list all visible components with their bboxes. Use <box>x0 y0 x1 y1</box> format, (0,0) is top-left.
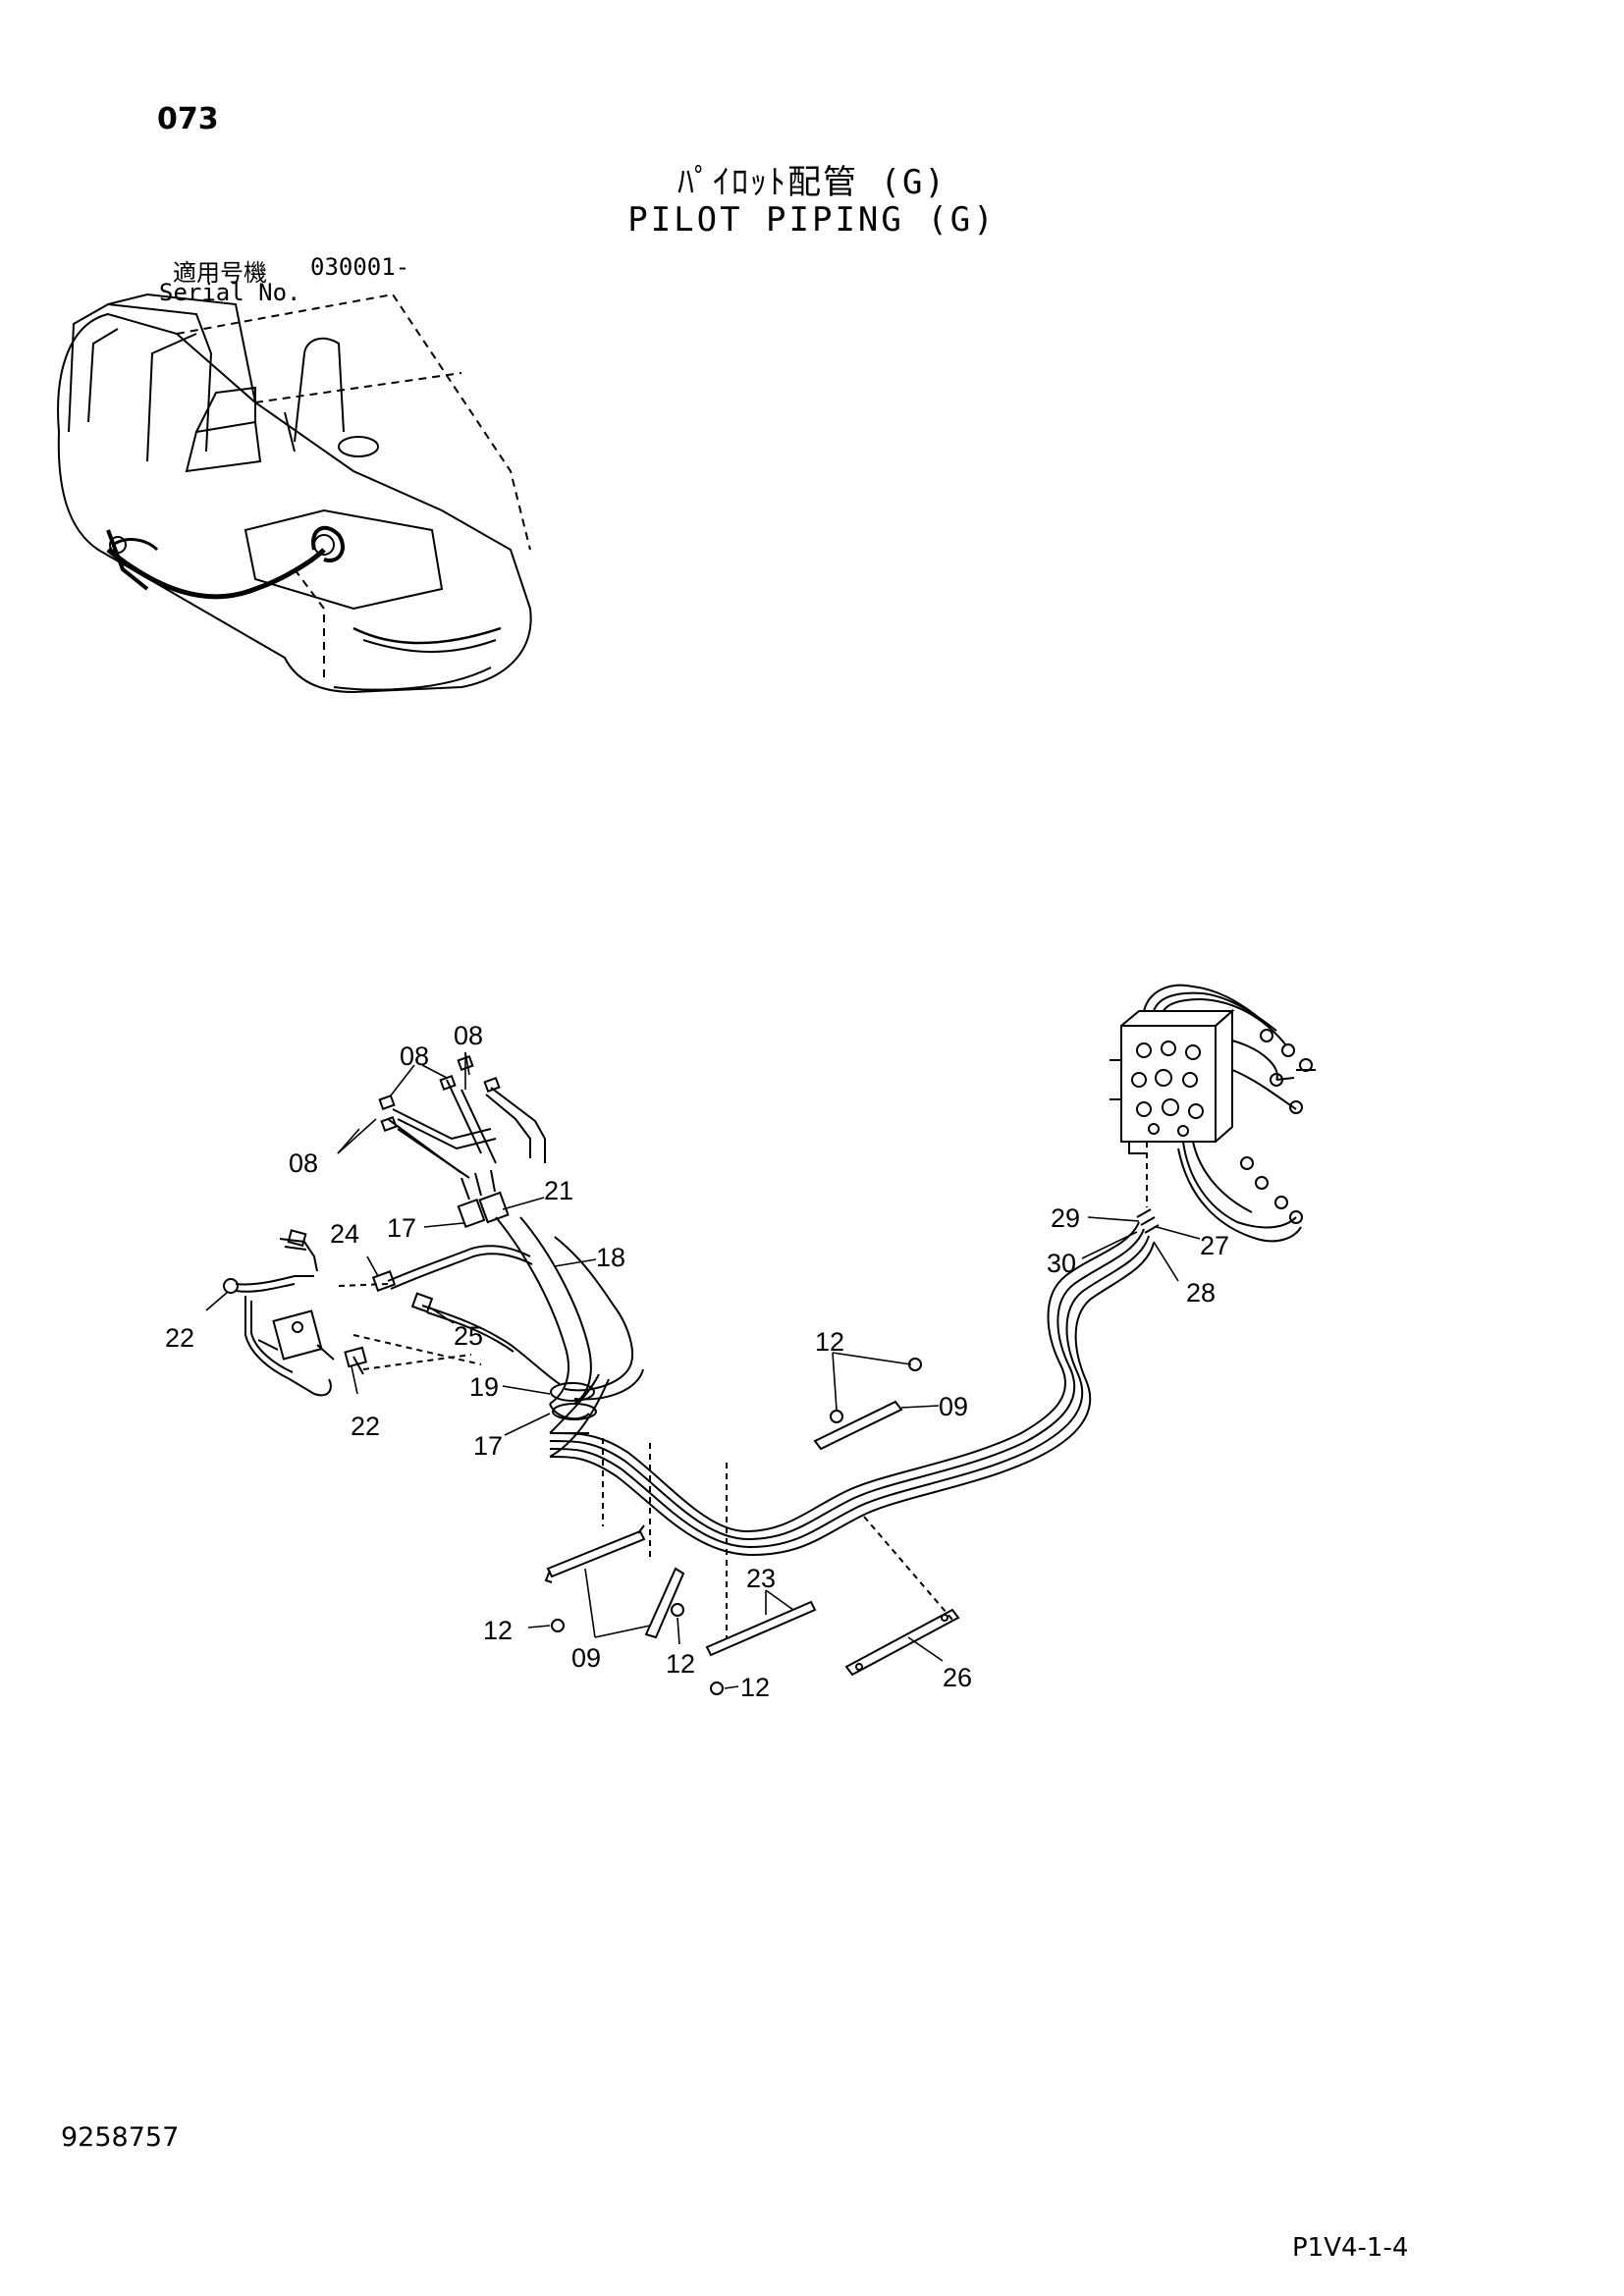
page-number: 073 <box>157 102 219 136</box>
excavator-overview <box>57 293 532 694</box>
callout-22-bottom: 22 <box>351 1412 380 1441</box>
title-japanese: ﾊﾟｲﾛｯﾄ配管 (G) <box>677 163 947 202</box>
hose-bundle <box>549 1221 1155 1557</box>
callout-12-bottom: 12 <box>740 1673 770 1702</box>
callout-labels: 08 08 08 21 17 18 24 22 25 22 19 17 12 0… <box>165 1021 1229 1702</box>
leader-lines <box>205 1051 1201 1689</box>
callout-12-top: 12 <box>815 1327 844 1357</box>
control-valve-assembly <box>1110 984 1316 1243</box>
callout-12-left: 12 <box>483 1616 513 1645</box>
clamp-plates <box>544 1358 960 1695</box>
callout-29: 29 <box>1051 1203 1080 1233</box>
serial-label-japanese: 適用号機 <box>173 259 267 287</box>
pilot-piping-diagram <box>223 984 1316 1695</box>
callout-09-bottom: 09 <box>571 1643 601 1673</box>
callout-23: 23 <box>746 1564 776 1593</box>
callout-08-left: 08 <box>289 1148 318 1178</box>
serial-value: 030001- <box>310 253 410 281</box>
callout-08-top: 08 <box>454 1021 483 1050</box>
callout-21: 21 <box>544 1176 573 1205</box>
callout-17-top: 17 <box>387 1213 416 1243</box>
vertical-hose <box>457 1169 644 1420</box>
document-number: 9258757 <box>61 2122 180 2153</box>
callout-08-mid: 08 <box>400 1041 429 1071</box>
callout-18: 18 <box>596 1243 625 1272</box>
page-reference: P1V4-1-4 <box>1292 2233 1409 2263</box>
callout-19: 19 <box>469 1372 499 1402</box>
callout-27: 27 <box>1200 1231 1229 1260</box>
callout-30: 30 <box>1047 1249 1076 1278</box>
serial-label-english: Serial No. <box>159 279 301 306</box>
pilot-valve-left <box>223 1229 561 1397</box>
callout-12-mid: 12 <box>666 1649 695 1679</box>
callout-09-right: 09 <box>939 1392 968 1421</box>
callout-25: 25 <box>454 1321 483 1351</box>
pilot-lines-08 <box>378 1054 546 1179</box>
callout-24: 24 <box>330 1219 359 1249</box>
callout-26: 26 <box>943 1663 972 1692</box>
callout-28: 28 <box>1186 1278 1216 1308</box>
callout-17-bottom: 17 <box>473 1431 503 1461</box>
callout-22-left: 22 <box>165 1323 194 1353</box>
title-english: PILOT PIPING (G) <box>627 200 997 240</box>
